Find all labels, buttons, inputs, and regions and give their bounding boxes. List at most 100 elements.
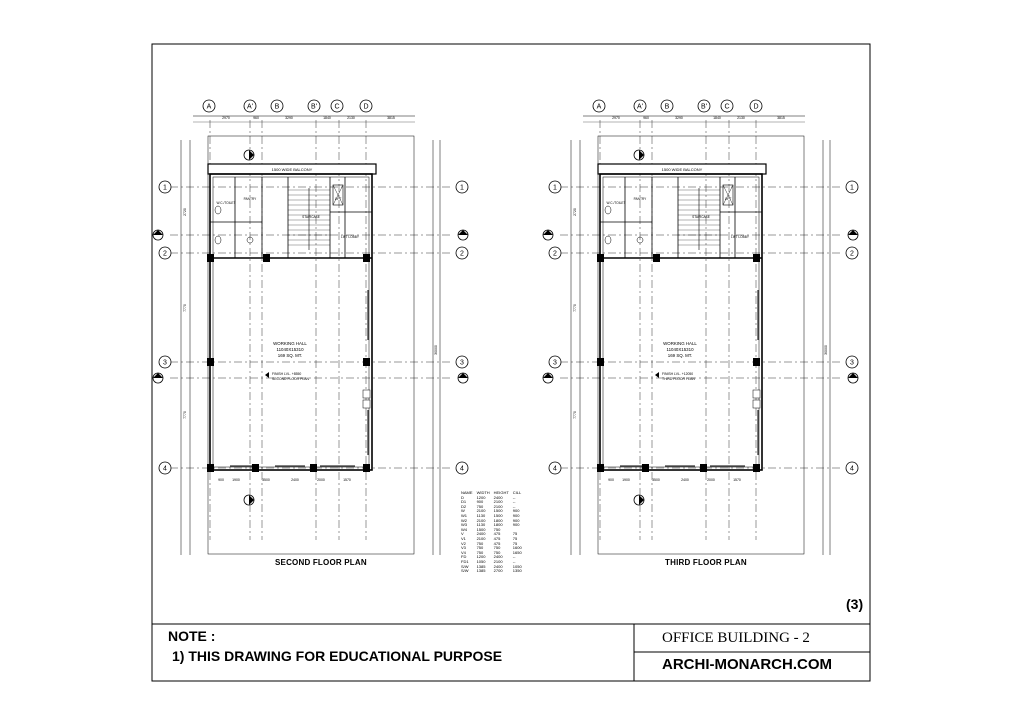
side-dimension-text: 30000 [434,345,438,355]
schedule-cell: 750 [476,549,484,555]
grid-label-row: 2 [850,251,854,258]
top-dimension-text: 1840 [323,116,331,120]
section-arrow [458,230,468,235]
exterior-wall [599,173,763,471]
door-symbol [752,399,761,409]
section-arrow [249,150,254,160]
structural-column [207,254,214,262]
schedule-cell: 2100 [476,517,486,523]
side-dimension-text: 2720 [183,208,187,216]
schedule-cell: -- [512,558,516,564]
schedule-header-cell: HEIGHT [493,490,509,495]
grid-bubble-column [697,99,711,113]
schedule-cell: 750 [476,540,484,546]
schedule-cell: 2400 [493,563,503,569]
schedule-cell: 2100 [493,558,503,564]
top-dimension-text: 1840 [713,116,721,120]
structural-column [597,464,604,472]
structural-column [363,254,370,262]
grid-bubble-column [307,99,321,113]
grid-bubble-row [455,180,469,194]
section-arrow [153,230,163,235]
structural-column [310,464,317,472]
grid-bubble-row [845,246,859,260]
grid-bubble-column [592,99,606,113]
lift-shaft [332,184,344,206]
grid-bubble-column [749,99,763,113]
top-dimension-text: 960 [643,116,649,120]
grid-bubble-row [548,461,562,475]
top-dimension-text: 2970 [612,116,620,120]
lift-cross [722,184,734,206]
exterior-wall-inner [212,176,370,468]
grid-label-row: 3 [163,360,167,367]
sheet-number: (3) [846,596,864,612]
schedule-cell: -- [512,503,516,509]
top-dimension-text: 2970 [222,116,230,120]
schedule-cell: 750 [493,545,501,551]
schedule-cell: 1500 [493,508,503,514]
schedule-header-cell: NAME [461,490,473,495]
balcony-label: 1500 WIDE BALCONY [272,167,313,172]
wc-fixture [604,235,612,245]
schedule-cell: 75 [512,540,518,546]
grid-label-column: C [724,104,729,111]
section-arrow [639,495,644,505]
structural-column [753,358,760,366]
balcony-label: 1500 WIDE BALCONY [662,167,703,172]
project-title: OFFICE BUILDING - 2 [662,630,810,646]
grid-label-row: 2 [163,251,167,258]
grid-bubble-row [455,461,469,475]
pantry-label: PANTRY [244,197,258,201]
schedule-cell: 1200 [476,554,486,560]
grid-label-row: 1 [163,185,167,192]
exterior-wall-inner [602,176,760,468]
staircase-label: STAIRCASE [692,215,710,219]
note-title: NOTE : [168,628,216,644]
grid-label-row: 3 [850,360,854,367]
schedule-cell: 475 [493,540,501,546]
schedule-cell: 2100 [493,499,503,505]
level-note-2: SECOND FLOOR PLAN [272,377,309,381]
lift-shaft [722,184,734,206]
toilet-label: W.C./TOILET [607,201,626,205]
side-dimension-text: 7770 [573,411,577,419]
schedule-cell: 1500 [493,512,503,518]
grid-bubble-row [845,355,859,369]
grid-label-column: A' [637,104,643,111]
structural-column [642,464,649,472]
grid-label-column: A [207,104,212,111]
bottom-dimension-text: 900 [608,478,614,482]
schedule-cell: 900 [512,517,520,523]
grid-label-column: B' [701,104,707,111]
schedule-cell: 900 [512,512,520,518]
wash-basin [636,236,644,244]
schedule-cell: W2 [461,517,467,523]
grid-bubble-row [158,246,172,260]
schedule-cell: W4 [461,526,467,532]
grid-label-column: D [753,104,758,111]
grid-label-row: 1 [553,185,557,192]
grid-bubble-row [548,355,562,369]
schedule-cell: 475 [493,535,501,541]
note-line-1: 1) THIS DRAWING FOR EDUCATIONAL PURPOSE [172,648,503,664]
schedule-cell: S/W [461,563,469,569]
hall-area: 169 SQ. MT. [278,353,302,358]
grid-bubble-column [202,99,216,113]
section-arrow [543,373,553,378]
schedule-cell: 900 [512,522,520,528]
schedule-cell: 475 [493,531,501,537]
schedule-cell: V [461,531,464,537]
lift-label: LIFT [725,197,732,201]
